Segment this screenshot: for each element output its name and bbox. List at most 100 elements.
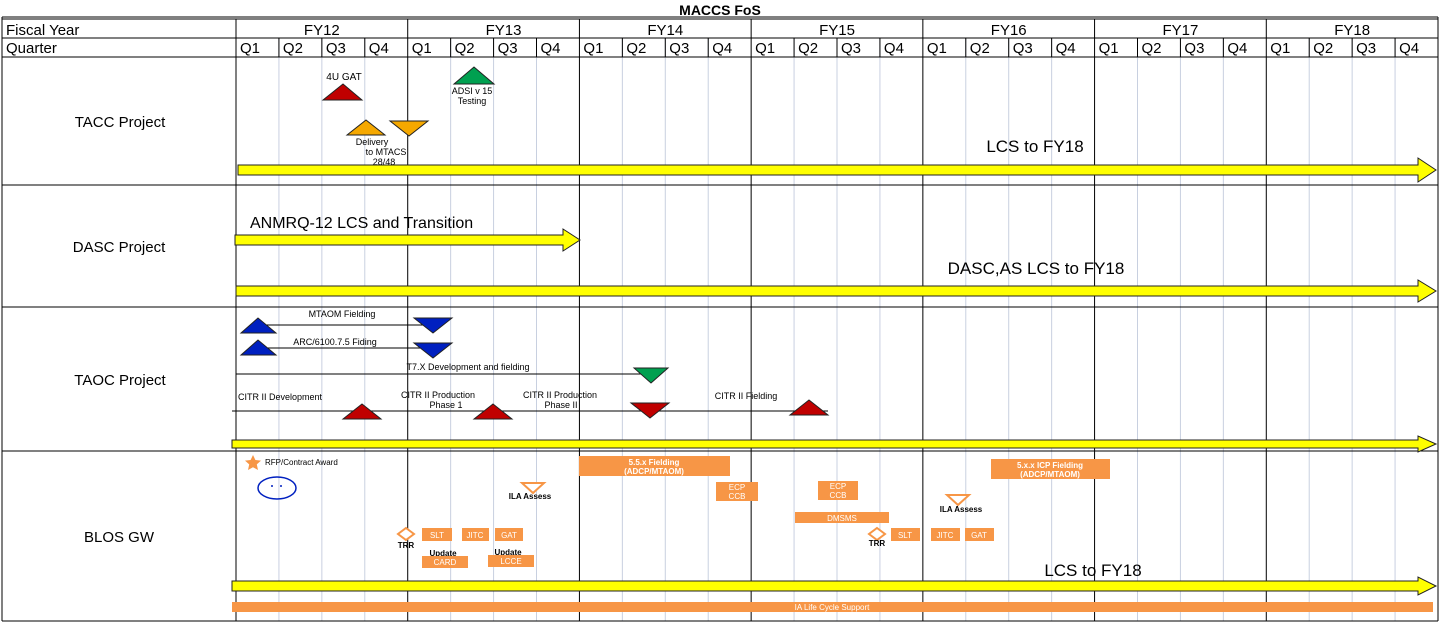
anmrq-label: ANMRQ-12 LCS and Transition — [250, 215, 473, 232]
t7x-label: T7.X Development and fielding — [406, 362, 529, 372]
arc-start-blue-triangle — [239, 339, 278, 356]
trr2-diamond — [867, 526, 887, 542]
adsi-milestone-label-2: Testing — [458, 96, 487, 106]
trr1-label: TRR — [398, 541, 415, 550]
lcce-box — [488, 555, 534, 567]
quarter-label: Q4 — [884, 40, 904, 57]
quarter-label: Q2 — [455, 40, 475, 57]
update-lcce-label: Update — [494, 548, 522, 557]
quarter-label: Q3 — [841, 40, 861, 57]
citr-prod1-red-triangle — [472, 403, 514, 420]
quarter-label: Q2 — [970, 40, 990, 57]
year-label: FY13 — [486, 22, 522, 39]
blos-circle-dot-1 — [271, 485, 273, 487]
taoc-row-content: MTAOM Fielding ARC/6100.7.5 Fiding T7.X … — [231, 309, 1438, 453]
ecp1-label: ECP — [729, 483, 745, 492]
year-label: FY12 — [304, 22, 340, 39]
icp-fielding-label: 5.x.x ICP Fielding — [1017, 461, 1083, 470]
icp-fielding-box — [991, 459, 1110, 479]
quarter-label: Q3 — [498, 40, 518, 57]
fielding55-label-2: (ADCP/MTAOM) — [624, 467, 684, 476]
citr-prod2-label: CITR II Production — [523, 390, 597, 400]
jitc2-box — [931, 528, 960, 541]
quarter-label: Q3 — [1356, 40, 1376, 57]
quarter-label: Q3 — [1013, 40, 1033, 57]
mtaom-label: MTAOM Fielding — [309, 309, 376, 319]
quarter-label: Q1 — [1270, 40, 1290, 57]
timeline-grid — [1, 16, 1439, 622]
row-label-dasc: DASC Project — [73, 239, 166, 256]
ecp1-box — [716, 482, 758, 501]
anmrq-arrow — [234, 228, 581, 252]
slt1-label: SLT — [430, 531, 444, 540]
quarter-header: Quarter — [6, 40, 57, 57]
adsi-milestone-label: ADSI v 15 — [452, 86, 493, 96]
fielding55-box — [579, 456, 730, 476]
delivery-milestone-gold-triangle-up — [345, 119, 387, 136]
blos-circle-marker — [257, 476, 297, 500]
citr-field-red-triangle — [788, 399, 830, 416]
citr-prod1-label: CITR II Production — [401, 390, 475, 400]
dmsms-box — [795, 512, 889, 523]
arc-label: ARC/6100.7.5 Fiding — [293, 337, 377, 347]
icp-fielding-label-2: (ADCP/MTAOM) — [1020, 470, 1080, 479]
year-label: FY14 — [647, 22, 683, 39]
trr2-label: TRR — [869, 539, 886, 548]
update-card-label: Update — [429, 549, 457, 558]
ila1-label: ILA Assess — [509, 492, 552, 501]
tacc-lcs-label: LCS to FY18 — [986, 137, 1083, 156]
rfp-label: RFP/Contract Award — [265, 458, 338, 467]
quarter-label: Q1 — [755, 40, 775, 57]
quarter-label: Q4 — [712, 40, 732, 57]
quarter-label: Q3 — [326, 40, 346, 57]
blos-row-content: RFP/Contract Award ILA Assess ILA Assess… — [231, 455, 1438, 612]
slt1-box — [422, 528, 452, 541]
row-label-blos: BLOS GW — [84, 529, 155, 546]
quarter-label: Q4 — [369, 40, 389, 57]
delivery-label: Delivery — [356, 137, 389, 147]
ecp2-box — [818, 481, 858, 500]
card-box — [422, 556, 468, 568]
ia-support-bar — [232, 602, 1433, 612]
slt2-label: SLT — [898, 531, 912, 540]
quarter-label: Q2 — [798, 40, 818, 57]
quarter-labels: Q1 Q2 Q3 Q4 Q1 Q2 Q3 Q4 Q1 Q2 Q3 Q4 Q1 Q2 Q3 Q4 Q1 Q2 Q3 Q4… — [240, 40, 1419, 57]
fielding55-label: 5.5.x Fielding — [629, 458, 680, 467]
taoc-lcs-arrow — [231, 435, 1438, 453]
row-label-taoc: TAOC Project — [74, 372, 166, 389]
delivery-milestone-gold-triangle-down — [388, 120, 430, 137]
gat2-label: GAT — [971, 531, 987, 540]
jitc2-label: JITC — [937, 531, 954, 540]
tacc-row-content: 4U GAT ADSI v 15 Testing Delivery to MTA… — [237, 66, 1437, 183]
dmsms-label: DMSMS — [827, 514, 857, 523]
quarter-label: Q1 — [1099, 40, 1119, 57]
gat-milestone-red-triangle — [321, 83, 364, 101]
quarter-label: Q4 — [1227, 40, 1247, 57]
blos-lcs-label: LCS to FY18 — [1044, 561, 1141, 580]
quarter-label: Q4 — [1056, 40, 1076, 57]
quarter-label: Q1 — [240, 40, 260, 57]
quarter-label: Q2 — [283, 40, 303, 57]
diagram-title: MACCS FoS — [679, 2, 761, 18]
gat1-label: GAT — [501, 531, 517, 540]
gat-milestone-label: 4U GAT — [326, 72, 361, 83]
lcce-label: LCCE — [500, 557, 521, 566]
blos-circle-dot-2 — [280, 485, 282, 487]
year-label: FY15 — [819, 22, 855, 39]
delivery-label-2: to MTACS — [366, 147, 407, 157]
rfp-star-icon — [245, 455, 261, 470]
quarter-label: Q1 — [927, 40, 947, 57]
quarter-label: Q3 — [1184, 40, 1204, 57]
ccb2-label: CCB — [830, 491, 847, 500]
arc-end-blue-triangle — [412, 342, 454, 359]
citr-dev-label: CITR II Development — [238, 392, 323, 402]
quarter-label: Q2 — [1313, 40, 1333, 57]
jitc1-label: JITC — [467, 531, 484, 540]
citr-dev-red-triangle — [341, 403, 383, 420]
quarter-label: Q2 — [1142, 40, 1162, 57]
gat1-box — [495, 528, 523, 541]
quarter-label: Q3 — [669, 40, 689, 57]
